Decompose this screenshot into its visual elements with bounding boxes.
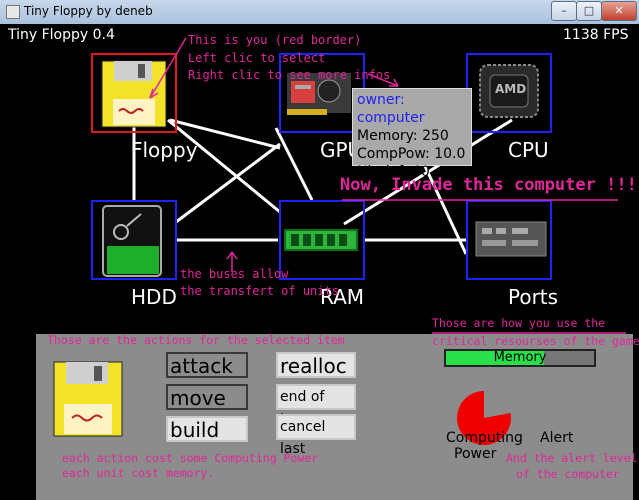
graphics-card-icon (287, 73, 351, 115)
annotation-buses-2: the transfert of units (180, 284, 339, 298)
maximize-button[interactable]: □ (576, 1, 602, 21)
computing-power-label-1: Computing (446, 430, 523, 446)
processor-chip-icon (479, 64, 539, 118)
version-label: Tiny Floppy 0.4 (8, 27, 115, 43)
build-button[interactable]: build (166, 416, 248, 442)
memory-bar-label: Memory (493, 350, 547, 365)
attack-button[interactable]: attack (166, 352, 248, 378)
node-gpu[interactable] (279, 53, 365, 133)
fps-counter: 1138 FPS (563, 27, 629, 43)
annotation-you-1: This is you (red border) (188, 33, 362, 47)
tooltip-owner: owner: computer (357, 92, 425, 126)
ports-connector-icon (475, 221, 547, 257)
node-cpu[interactable]: AMD (466, 53, 552, 133)
window-title: Tiny Floppy by deneb (24, 4, 153, 18)
computing-power-label-2: Power (454, 446, 497, 462)
close-button[interactable]: ✕ (601, 1, 637, 21)
bus-gpu-hdd (175, 142, 281, 224)
minimize-button[interactable]: – (551, 1, 577, 21)
annotation-you-2: Left clic to select (188, 51, 326, 65)
cpu-chip-label: AMD (495, 82, 527, 96)
annotation-alert-2: of the computer (516, 467, 620, 481)
node-info-tooltip: owner: computer Memory: 250 CompPow: 10.… (352, 88, 472, 180)
tooltip-memory: Memory: 250 (357, 128, 449, 144)
computing-power-pie (457, 391, 511, 445)
annotation-buses-1: the buses allow (180, 267, 289, 281)
bus-floppy-ram (167, 118, 281, 214)
annotation-cost-2: each unit cost memory. (62, 466, 215, 480)
node-label-ram: RAM (320, 285, 365, 309)
annotation-cost-1: each action cost some Computing Power (62, 451, 319, 465)
alert-label: Alert (540, 430, 574, 446)
window-titlebar: Tiny Floppy by deneb – □ ✕ (0, 0, 639, 25)
node-label-floppy: Floppy (131, 138, 198, 162)
game-canvas[interactable]: Tiny Floppy 0.4 1138 FPS Floppy GPU AMD … (0, 24, 639, 500)
node-label-hdd: HDD (131, 285, 177, 309)
selected-item-floppy-icon (53, 361, 123, 437)
annotation-resources-2: critical resourses of the game (432, 334, 639, 348)
end-turn-button[interactable]: end of turn (276, 384, 356, 427)
tooltip-nbdef: Nb def: 40 (357, 164, 430, 180)
hard-drive-icon (102, 205, 162, 277)
node-label-ports: Ports (508, 285, 559, 309)
node-label-cpu: CPU (508, 138, 549, 162)
bus-floppy-gpu (169, 118, 281, 150)
annotation-invade: Now, Invade this computer !!! (340, 175, 637, 195)
floppy-disk-icon (101, 60, 167, 128)
annotation-you-3: Right clic to see more infos (188, 68, 391, 82)
node-ports[interactable] (466, 200, 552, 280)
node-hdd[interactable] (91, 200, 177, 280)
annotation-resources-1: Those are how you use the (432, 316, 606, 330)
app-icon (6, 5, 20, 19)
memory-stick-icon (284, 229, 358, 251)
node-ram[interactable] (279, 200, 365, 280)
memory-bar: Memory (444, 349, 596, 367)
node-floppy[interactable] (91, 53, 177, 133)
bus-gpu-ram (274, 127, 314, 201)
move-button[interactable]: move (166, 384, 248, 410)
realloc-button[interactable]: realloc (276, 352, 356, 378)
annotation-actions: Those are the actions for the selected i… (47, 333, 345, 347)
cancel-last-button[interactable]: cancel last (276, 414, 356, 457)
tooltip-comppow: CompPow: 10.0 (357, 146, 466, 162)
bus-cpu-ram (343, 118, 513, 226)
annotation-alert-1: And the alert level (506, 451, 638, 465)
memory-bar-fill (446, 351, 544, 365)
